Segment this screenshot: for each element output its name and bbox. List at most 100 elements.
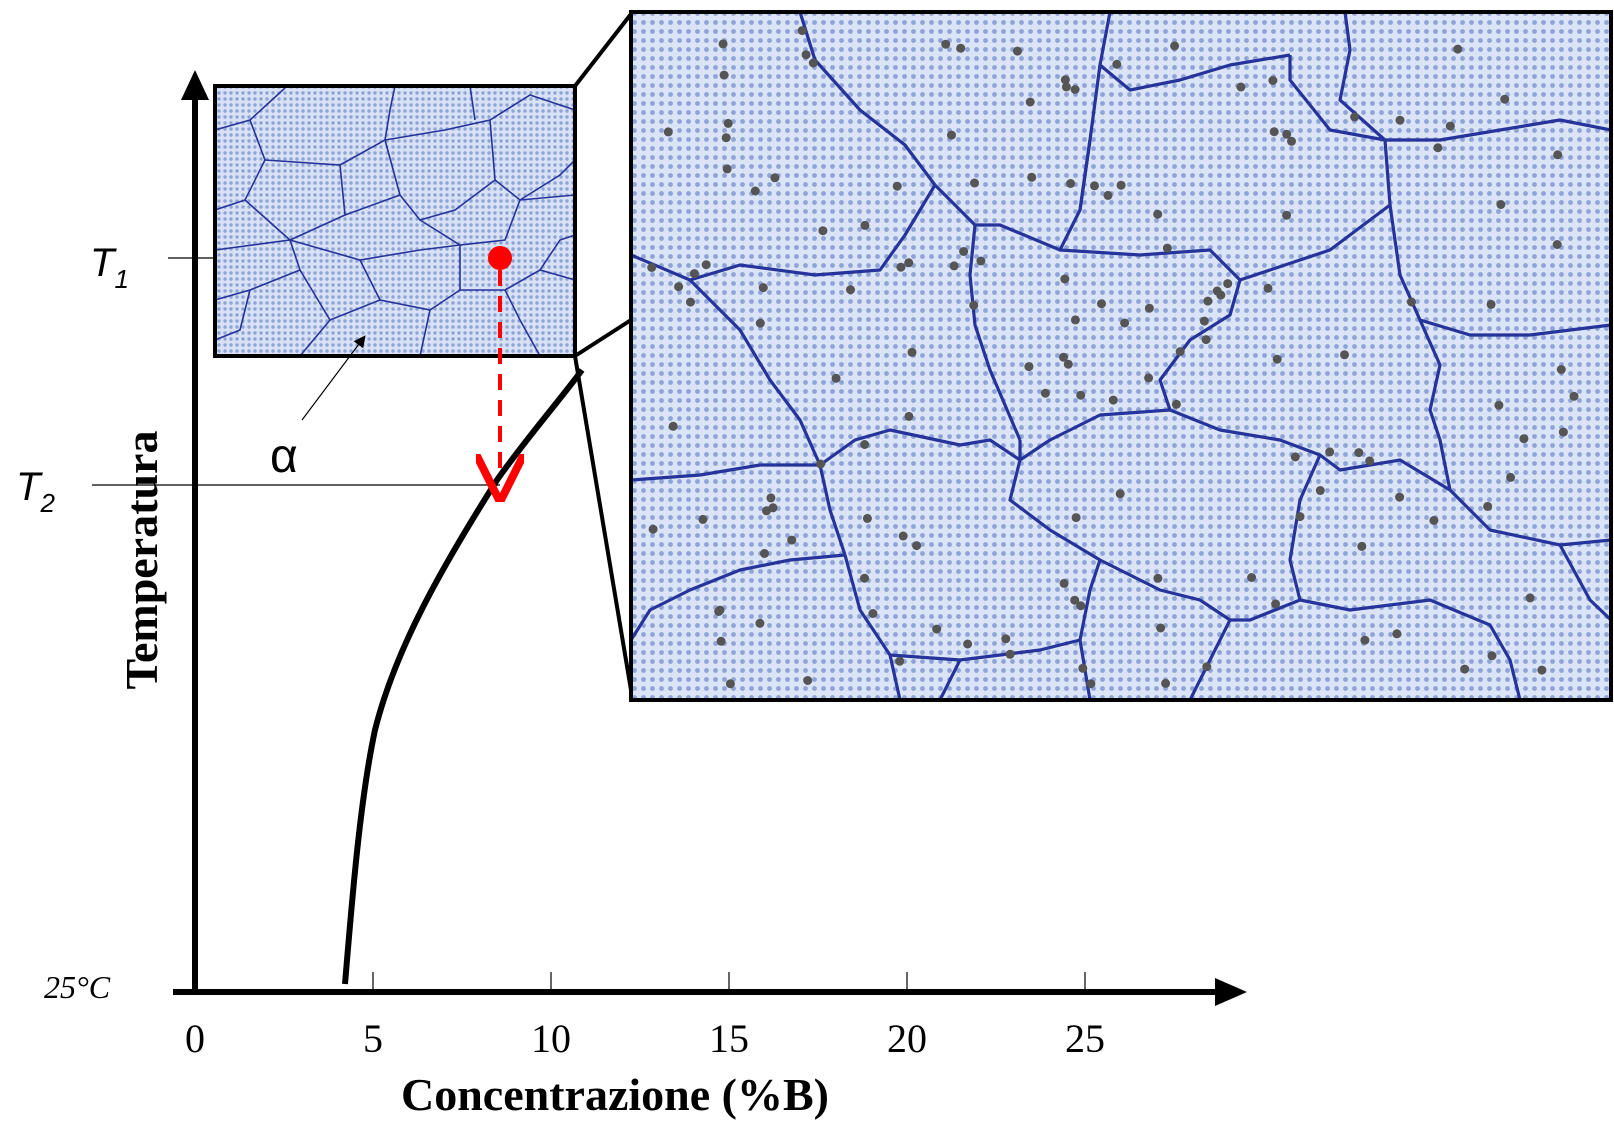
precipitate-particle bbox=[904, 258, 914, 268]
precipitate-particle bbox=[1392, 629, 1402, 639]
small-microstructure-inset bbox=[213, 84, 577, 358]
precipitate-particles bbox=[647, 26, 1579, 689]
precipitate-particle bbox=[1556, 365, 1566, 374]
precipitate-particle bbox=[1199, 316, 1209, 326]
precipitate-particle bbox=[947, 130, 956, 140]
precipitate-particle bbox=[758, 283, 768, 293]
precipitate-particle bbox=[1282, 129, 1292, 139]
precipitate-particle bbox=[701, 260, 711, 270]
precipitate-particle bbox=[1040, 388, 1050, 398]
precipitate-particle bbox=[862, 513, 872, 523]
precipitate-particle bbox=[1156, 623, 1166, 633]
precipitate-particle bbox=[1357, 541, 1367, 551]
precipitate-particle bbox=[686, 297, 695, 307]
precipitate-particle bbox=[896, 262, 906, 272]
x-tick-label: 0 bbox=[185, 1016, 205, 1061]
precipitate-particle bbox=[1340, 350, 1349, 360]
precipitate-particle bbox=[932, 624, 942, 634]
precipitate-particle bbox=[1486, 299, 1496, 309]
precipitate-particle bbox=[1433, 143, 1443, 153]
y-axis-title: Temperatura bbox=[116, 431, 167, 690]
precipitate-particle bbox=[1066, 179, 1076, 188]
precipitate-particle bbox=[1360, 635, 1370, 645]
precipitate-particle bbox=[1162, 243, 1172, 253]
large-microstructure-inset bbox=[629, 10, 1613, 702]
alpha-phase-label: α bbox=[270, 430, 298, 483]
precipitate-particle bbox=[1282, 210, 1292, 220]
t1-label: T1 bbox=[90, 241, 129, 294]
precipitate-particle bbox=[1103, 190, 1113, 200]
precipitate-particle bbox=[1506, 472, 1516, 482]
precipitate-particle bbox=[770, 173, 780, 183]
precipitate-particle bbox=[663, 127, 673, 137]
precipitate-particle bbox=[1120, 318, 1130, 328]
zoom-connector-top bbox=[573, 12, 633, 88]
precipitate-particle bbox=[959, 247, 969, 256]
x-tick-label: 15 bbox=[709, 1016, 749, 1061]
precipitate-particle bbox=[1161, 678, 1171, 688]
precipitate-particle bbox=[1247, 573, 1257, 582]
precipitate-particle bbox=[1153, 573, 1163, 583]
precipitate-particle bbox=[1212, 286, 1222, 296]
precipitate-particle bbox=[1569, 391, 1579, 401]
precipitate-particle bbox=[1202, 662, 1212, 672]
precipitate-particle bbox=[895, 656, 905, 666]
precipitate-particle bbox=[1325, 447, 1335, 457]
precipitate-particle bbox=[1097, 299, 1106, 309]
precipitate-particle bbox=[718, 39, 728, 49]
precipitate-particle bbox=[1429, 516, 1439, 525]
precipitate-particle bbox=[1005, 649, 1015, 659]
x-tick-label: 5 bbox=[363, 1016, 383, 1061]
precipitate-particle bbox=[1553, 150, 1563, 160]
precipitate-particle bbox=[1059, 352, 1068, 362]
precipitate-particle bbox=[1116, 180, 1126, 190]
precipitate-particle bbox=[1086, 679, 1096, 689]
precipitate-particle bbox=[1170, 41, 1180, 51]
precipitate-particle bbox=[963, 639, 973, 649]
precipitate-particle bbox=[1201, 335, 1211, 345]
x-tick-label: 25 bbox=[1065, 1016, 1105, 1061]
precipitate-particle bbox=[674, 282, 684, 292]
precipitate-particle bbox=[1445, 121, 1455, 131]
precipitate-particle bbox=[755, 318, 765, 328]
precipitate-particle bbox=[801, 50, 811, 60]
precipitate-particle bbox=[750, 186, 760, 196]
precipitate-particle bbox=[647, 263, 657, 272]
precipitate-particle bbox=[1269, 127, 1279, 137]
precipitate-particle bbox=[1063, 359, 1073, 369]
precipitate-particle bbox=[808, 58, 818, 68]
precipitate-particle bbox=[816, 459, 826, 469]
precipitate-particle bbox=[1059, 578, 1069, 588]
precipitate-particle bbox=[1487, 651, 1497, 661]
precipitate-particle bbox=[1001, 634, 1011, 644]
precipitate-particle bbox=[1395, 115, 1405, 125]
precipitate-particle bbox=[1203, 296, 1213, 306]
x-axis bbox=[173, 978, 1247, 1006]
precipitate-particle bbox=[1171, 399, 1181, 409]
precipitate-particle bbox=[721, 133, 731, 143]
precipitate-particle bbox=[846, 285, 855, 295]
room-temperature-label: 25°C bbox=[44, 969, 111, 1005]
precipitate-particle bbox=[1078, 663, 1088, 673]
precipitate-particle bbox=[689, 269, 699, 279]
precipitate-particle bbox=[1272, 354, 1282, 364]
precipitate-particle bbox=[1558, 427, 1568, 437]
precipitate-particle bbox=[941, 39, 951, 49]
precipitate-particle bbox=[760, 549, 769, 558]
precipitate-particle bbox=[1407, 297, 1416, 307]
precipitate-particle bbox=[1453, 44, 1463, 54]
precipitate-particle bbox=[860, 573, 869, 583]
precipitate-particle bbox=[818, 226, 828, 236]
precipitate-particle bbox=[768, 503, 778, 513]
x-tick-label: 10 bbox=[531, 1016, 571, 1061]
precipitate-particle bbox=[904, 411, 914, 421]
precipitate-particle bbox=[1494, 400, 1504, 410]
precipitate-particle bbox=[1112, 59, 1122, 69]
precipitate-particle bbox=[1223, 279, 1233, 289]
precipitate-particle bbox=[868, 609, 878, 618]
precipitate-particle bbox=[1060, 274, 1070, 284]
precipitate-particle bbox=[860, 220, 870, 230]
precipitate-particle bbox=[725, 679, 735, 689]
precipitate-particle bbox=[714, 607, 724, 616]
